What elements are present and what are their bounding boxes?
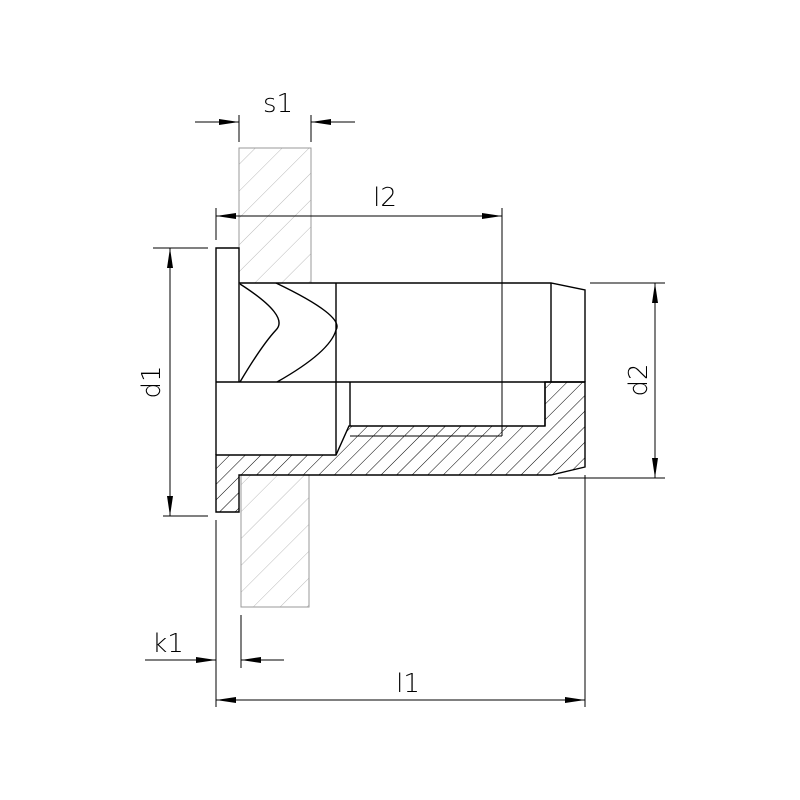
thread-cavity bbox=[349, 382, 546, 426]
dimension-label-d2: d2 bbox=[624, 363, 654, 396]
bore-curve-1 bbox=[239, 283, 280, 383]
dimension-k1 bbox=[145, 520, 284, 707]
dimension-d2 bbox=[558, 282, 665, 479]
bore-curve-2 bbox=[275, 282, 338, 383]
dimension-label-l2: l2 bbox=[373, 183, 397, 213]
dimension-s1 bbox=[195, 115, 355, 142]
body-outline-upper bbox=[239, 282, 586, 382]
section-hatch bbox=[215, 381, 586, 513]
dimension-label-s1: s1 bbox=[263, 89, 293, 119]
workpiece-plate-lower bbox=[240, 474, 310, 608]
dimension-label-d1: d1 bbox=[137, 365, 167, 398]
dimension-label-k1: k1 bbox=[152, 629, 184, 659]
dimension-l1 bbox=[216, 475, 586, 707]
dimension-l2 bbox=[215, 208, 503, 436]
dimension-label-l1: l1 bbox=[396, 669, 420, 699]
rivet-nut-body bbox=[215, 247, 586, 513]
flange bbox=[215, 247, 240, 382]
dimension-d1 bbox=[153, 247, 208, 517]
